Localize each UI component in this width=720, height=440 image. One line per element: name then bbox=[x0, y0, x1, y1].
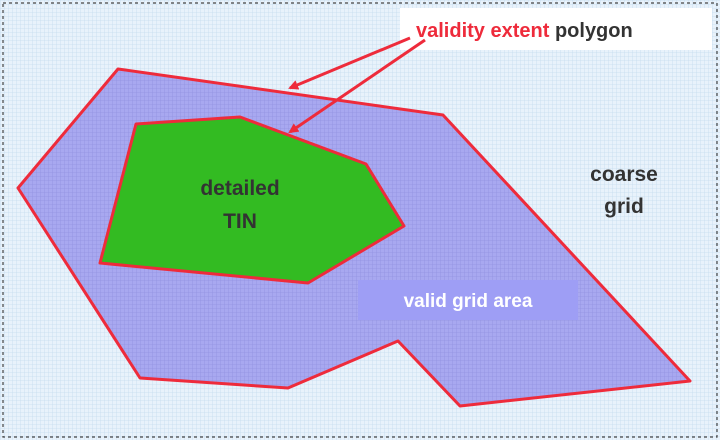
coarse-grid-label-line2: grid bbox=[604, 195, 644, 218]
title-highlight: validity extent bbox=[416, 20, 550, 42]
coarse-grid-label-line1: coarse bbox=[590, 163, 658, 186]
valid-area-label-box bbox=[358, 280, 578, 320]
tin-label-line1: detailed bbox=[200, 177, 279, 200]
title-rest: polygon bbox=[549, 20, 632, 42]
title-text: validity extent polygon bbox=[416, 20, 633, 42]
arrow-to-tin-polygon bbox=[288, 38, 426, 134]
valid-area-label: valid grid area bbox=[404, 291, 533, 312]
title-box bbox=[400, 8, 712, 50]
tin-label-line2: TIN bbox=[223, 210, 257, 233]
detailed-tin-polygon bbox=[98, 115, 406, 285]
arrow-to-outer-polygon bbox=[288, 36, 411, 90]
